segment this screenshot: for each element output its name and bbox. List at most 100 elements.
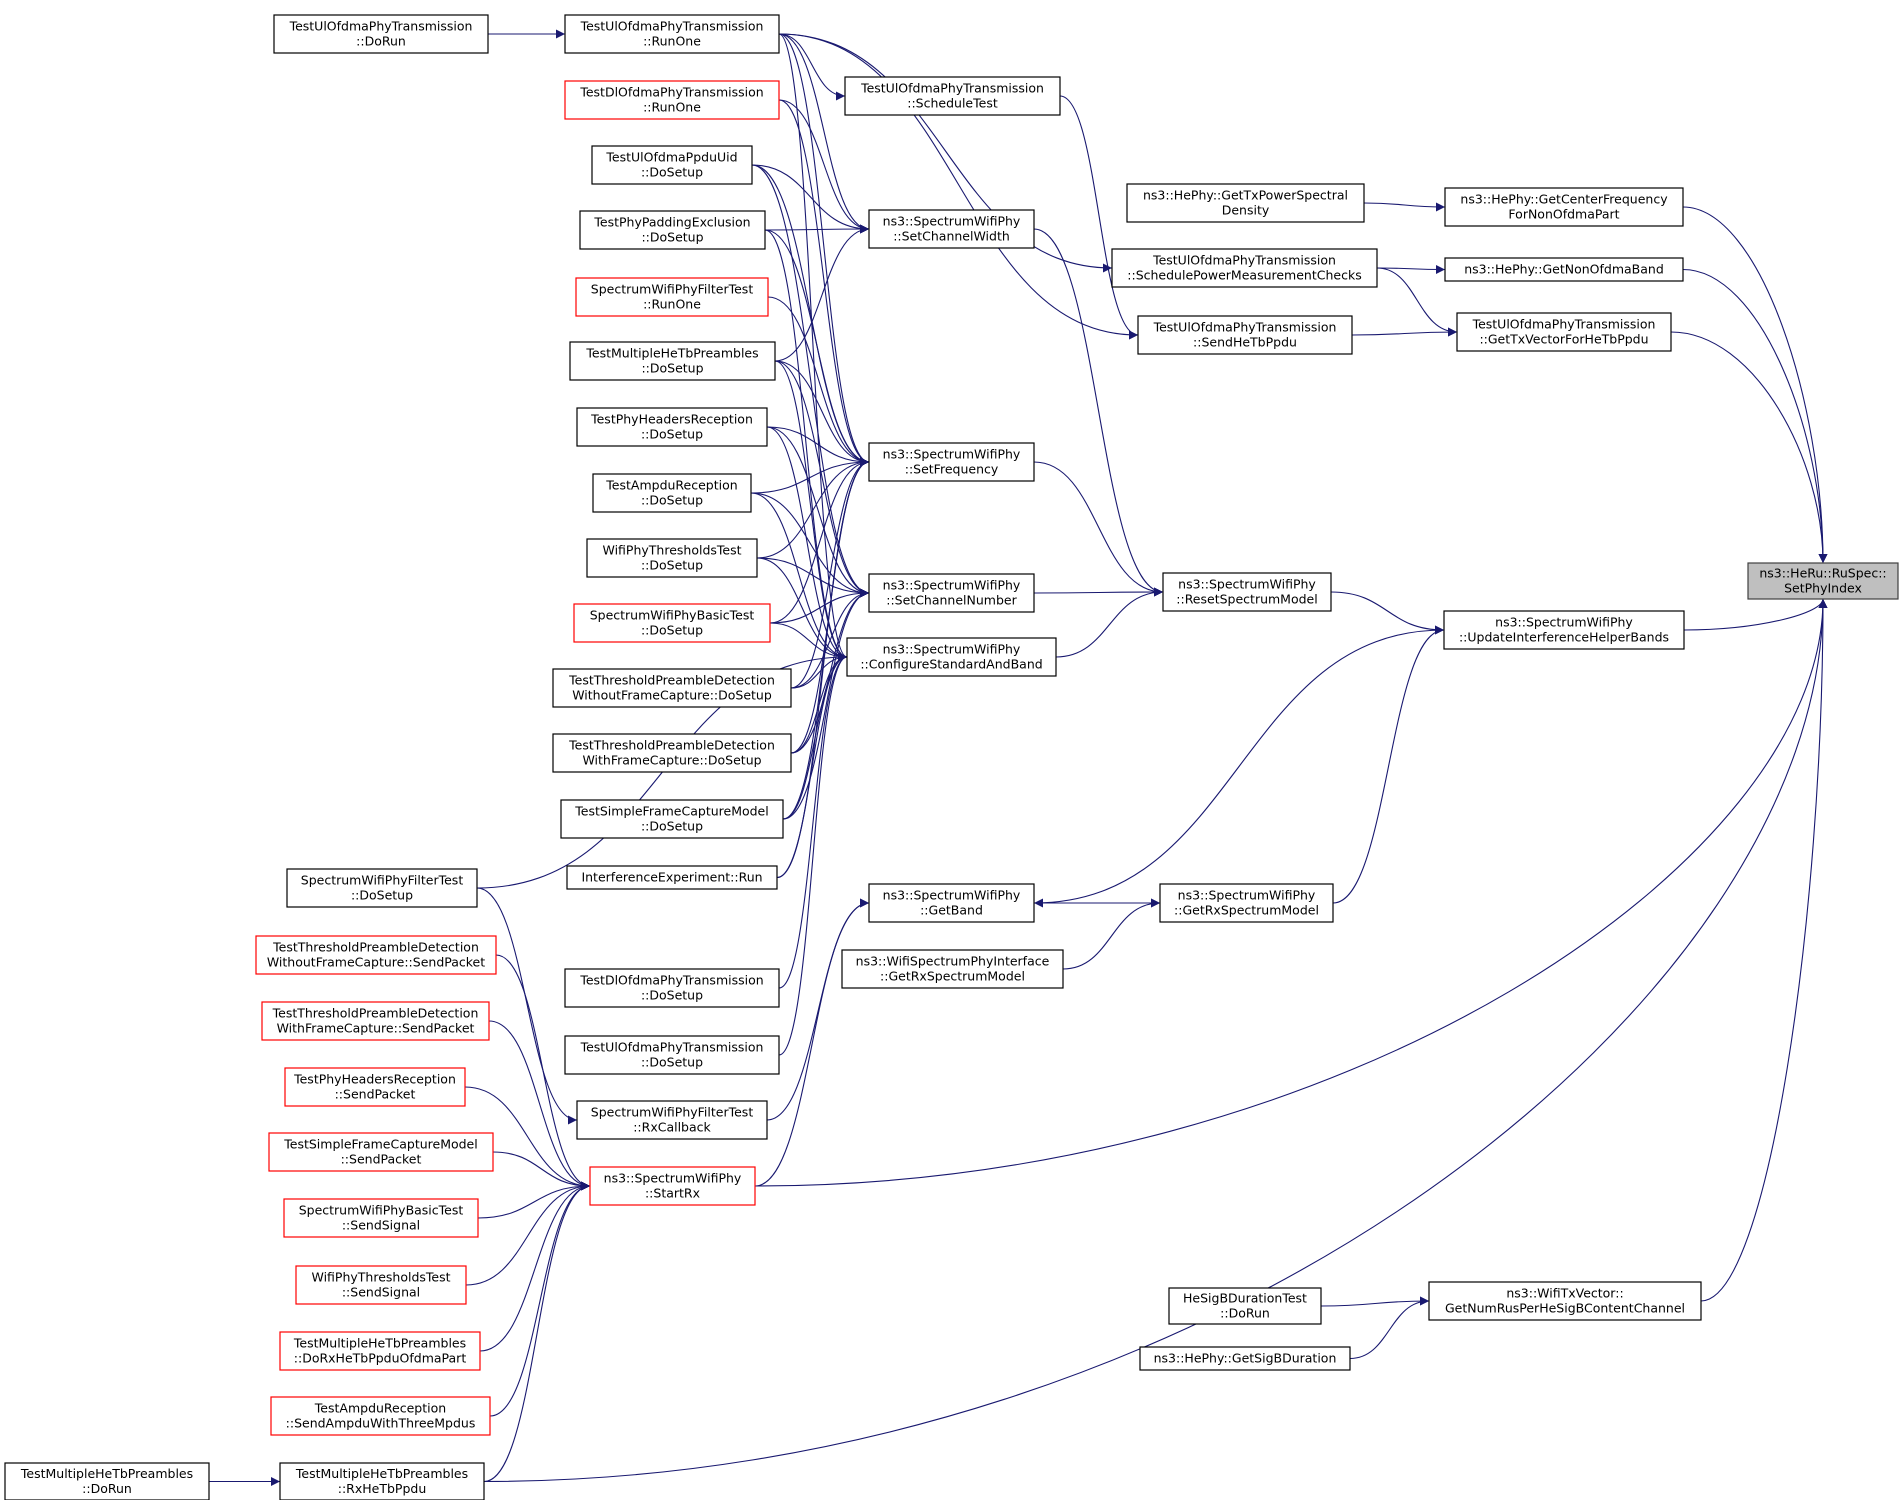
node-n_simplecap[interactable]: TestSimpleFrameCaptureModel::DoSetup bbox=[560, 799, 784, 839]
node-label-line: TestUlOfdmaPhyTransmission bbox=[1153, 320, 1337, 335]
node-n_multsetup[interactable]: TestMultipleHeTbPreambles::DoSetup bbox=[569, 341, 776, 381]
node-n_getrxspec[interactable]: ns3::SpectrumWifiPhy::GetRxSpectrumModel bbox=[1159, 883, 1334, 923]
node-n_mult_dorun[interactable]: TestMultipleHeTbPreambles::DoRun bbox=[4, 1462, 210, 1500]
node-label-line: WifiPhyThresholdsTest bbox=[311, 1270, 450, 1285]
node-n_ulrunone[interactable]: TestUlOfdmaPhyTransmission::RunOne bbox=[564, 14, 780, 54]
edge-n_uldosetup-to-n_configstd bbox=[778, 652, 848, 1056]
node-label-line: ::DoSetup bbox=[641, 988, 703, 1003]
node-n_schedpower[interactable]: TestUlOfdmaPhyTransmission::SchedulePowe… bbox=[1111, 248, 1378, 288]
edge-n_getnonofdma-to-root bbox=[1682, 268, 1828, 564]
node-box bbox=[846, 637, 1057, 677]
node-n_mult_dorx[interactable]: TestMultipleHeTbPreambles::DoRxHeTbPpduO… bbox=[279, 1331, 481, 1371]
node-n_setchwidth[interactable]: ns3::SpectrumWifiPhy::SetChannelWidth bbox=[868, 209, 1035, 249]
node-box bbox=[4, 1462, 210, 1500]
node-n_tpdw[interactable]: TestThresholdPreambleDetectionWithFrameC… bbox=[552, 733, 792, 773]
node-label-line: ::DoSetup bbox=[641, 230, 703, 245]
edge-n_hesigbrun-to-n_getnumrus bbox=[1320, 1296, 1430, 1307]
node-n_updinterf[interactable]: ns3::SpectrumWifiPhy::UpdateInterference… bbox=[1443, 610, 1685, 650]
node-label-line: TestSimpleFrameCaptureModel bbox=[574, 804, 768, 819]
node-label-line: TestDlOfdmaPhyTransmission bbox=[579, 973, 763, 988]
node-n_filterrunone[interactable]: SpectrumWifiPhyFilterTest::RunOne bbox=[575, 277, 769, 317]
node-n_schedtest[interactable]: TestUlOfdmaPhyTransmission::ScheduleTest bbox=[844, 76, 1061, 116]
edge-n_multsetup-to-n_configstd bbox=[774, 360, 848, 662]
node-label-line: ::DoSetup bbox=[641, 361, 703, 376]
node-n_getcenter[interactable]: ns3::HePhy::GetCenterFrequencyForNonOfdm… bbox=[1444, 187, 1684, 227]
node-n_uldorun[interactable]: TestUlOfdmaPhyTransmission::DoRun bbox=[273, 14, 489, 54]
node-n_hdrsetup[interactable]: TestPhyHeadersReception::DoSetup bbox=[576, 407, 768, 447]
node-n_basic_send[interactable]: SpectrumWifiPhyBasicTest::SendSignal bbox=[283, 1198, 479, 1238]
node-n_getsigb[interactable]: ns3::HePhy::GetSigBDuration bbox=[1139, 1346, 1351, 1371]
node-label-line: TestMultipleHeTbPreambles bbox=[295, 1466, 468, 1481]
node-n_filtersetup[interactable]: SpectrumWifiPhyFilterTest::DoSetup bbox=[286, 868, 478, 908]
node-n_padding[interactable]: TestPhyPaddingExclusion::DoSetup bbox=[579, 210, 766, 250]
node-n_wifispecif[interactable]: ns3::WifiSpectrumPhyInterface::GetRxSpec… bbox=[841, 949, 1064, 989]
node-n_uldosetup[interactable]: TestUlOfdmaPhyTransmission::DoSetup bbox=[564, 1035, 780, 1075]
node-n_basicsetup[interactable]: SpectrumWifiPhyBasicTest::DoSetup bbox=[573, 603, 771, 643]
node-box bbox=[284, 1067, 466, 1107]
node-box bbox=[283, 1198, 479, 1238]
node-n_getnonofdma[interactable]: ns3::HePhy::GetNonOfdmaBand bbox=[1444, 257, 1684, 282]
node-label-line: GetNumRusPerHeSigBContentChannel bbox=[1445, 1301, 1685, 1316]
node-n_interf[interactable]: InterferenceExperiment::Run bbox=[566, 865, 778, 890]
node-box bbox=[1444, 257, 1684, 282]
node-n_tpdwo_send[interactable]: TestThresholdPreambleDetectionWithoutFra… bbox=[255, 935, 497, 975]
node-n_sendhetb[interactable]: TestUlOfdmaPhyTransmission::SendHeTbPpdu bbox=[1137, 315, 1353, 355]
node-label-line: ::SendHeTbPpdu bbox=[1193, 335, 1297, 350]
edge-n_gettxvec-to-root bbox=[1670, 331, 1828, 564]
node-label-line: TestUlOfdmaPhyTransmission bbox=[1472, 317, 1656, 332]
node-n_rxcallback[interactable]: SpectrumWifiPhyFilterTest::RxCallback bbox=[576, 1100, 768, 1140]
edge-n_ulrunone-to-n_sendhetb bbox=[778, 33, 1139, 340]
node-n_setfreq[interactable]: ns3::SpectrumWifiPhy::SetFrequency bbox=[868, 442, 1035, 482]
node-n_dldosetup[interactable]: TestDlOfdmaPhyTransmission::DoSetup bbox=[564, 968, 780, 1008]
edge-n_gettxpsd-to-n_getcenter bbox=[1363, 202, 1446, 212]
node-box bbox=[1159, 883, 1334, 923]
edge-n_getrxspec-to-n_updinterf bbox=[1332, 625, 1445, 904]
node-box bbox=[286, 868, 478, 908]
node-n_ampdu_send[interactable]: TestAmpduReception::SendAmpduWithThreeMp… bbox=[270, 1396, 491, 1436]
node-n_mult_rx[interactable]: TestMultipleHeTbPreambles::RxHeTbPpdu bbox=[279, 1462, 485, 1500]
node-n_thresholdsetup[interactable]: WifiPhyThresholdsTest::DoSetup bbox=[586, 538, 758, 578]
node-n_tpdwo[interactable]: TestThresholdPreambleDetectionWithoutFra… bbox=[552, 668, 792, 708]
node-label-line: WifiPhyThresholdsTest bbox=[602, 543, 741, 558]
edge-n_filtersetup-to-n_rxcallback bbox=[476, 887, 578, 1125]
node-label-line: TestThresholdPreambleDetection bbox=[272, 940, 479, 955]
edge-n_ampdusetup-to-n_setchnum bbox=[750, 492, 870, 598]
node-label-line: ::StartRx bbox=[645, 1186, 700, 1201]
node-box bbox=[1443, 610, 1685, 650]
edge-n_ppduuid-to-n_setfreq bbox=[751, 164, 870, 467]
node-n_ampdusetup[interactable]: TestAmpduReception::DoSetup bbox=[592, 473, 752, 513]
node-box bbox=[1428, 1281, 1702, 1321]
node-n_gettxvec[interactable]: TestUlOfdmaPhyTransmission::GetTxVectorF… bbox=[1456, 312, 1672, 352]
node-label-line: TestMultipleHeTbPreambles bbox=[293, 1336, 466, 1351]
edge-n_ampdusetup-to-n_configstd bbox=[750, 492, 848, 662]
node-n_dlrunone[interactable]: TestDlOfdmaPhyTransmission::RunOne bbox=[564, 80, 780, 120]
node-label-line: ns3::HeRu::RuSpec:: bbox=[1759, 566, 1886, 581]
node-label-line: ::SchedulePowerMeasurementChecks bbox=[1127, 268, 1361, 283]
node-box bbox=[868, 442, 1035, 482]
node-n_getnumrus[interactable]: ns3::WifiTxVector::GetNumRusPerHeSigBCon… bbox=[1428, 1281, 1702, 1321]
edge-n_ppduuid-to-n_setchnum bbox=[751, 164, 870, 598]
node-n_simplecap_send[interactable]: TestSimpleFrameCaptureModel::SendPacket bbox=[268, 1132, 494, 1172]
edge-n_ulrunone-to-n_configstd bbox=[778, 33, 848, 662]
node-n_ppduuid[interactable]: TestUlOfdmaPpduUid::DoSetup bbox=[591, 145, 753, 185]
edge-n_setfreq-to-n_resetspec bbox=[1033, 461, 1164, 597]
node-n_tpdw_send[interactable]: TestThresholdPreambleDetectionWithFrameC… bbox=[261, 1001, 490, 1041]
node-n_resetspec[interactable]: ns3::SpectrumWifiPhy::ResetSpectrumModel bbox=[1162, 572, 1332, 612]
node-n_thresh_send[interactable]: WifiPhyThresholdsTest::SendSignal bbox=[295, 1265, 467, 1305]
node-box bbox=[1111, 248, 1378, 288]
node-n_hesigbrun[interactable]: HeSigBDurationTest::DoRun bbox=[1168, 1287, 1322, 1325]
node-n_hdr_send[interactable]: TestPhyHeadersReception::SendPacket bbox=[284, 1067, 466, 1107]
node-box bbox=[255, 935, 497, 975]
node-box bbox=[564, 80, 780, 120]
node-label-line: ::ConfigureStandardAndBand bbox=[860, 657, 1042, 672]
node-n_startrx[interactable]: ns3::SpectrumWifiPhy::StartRx bbox=[589, 1166, 756, 1206]
node-box bbox=[844, 76, 1061, 116]
edge-n_updinterf-to-root bbox=[1683, 598, 1828, 631]
node-root[interactable]: ns3::HeRu::RuSpec::SetPhyIndex bbox=[1747, 562, 1899, 600]
node-n_getband[interactable]: ns3::SpectrumWifiPhy::GetBand bbox=[868, 883, 1035, 923]
node-label-line: ::SendAmpduWithThreeMpdus bbox=[286, 1416, 476, 1431]
node-label-line: ns3::HePhy::GetTxPowerSpectral bbox=[1143, 188, 1348, 203]
node-n_configstd[interactable]: ns3::SpectrumWifiPhy::ConfigureStandardA… bbox=[846, 637, 1057, 677]
node-n_setchnum[interactable]: ns3::SpectrumWifiPhy::SetChannelNumber bbox=[868, 573, 1035, 613]
